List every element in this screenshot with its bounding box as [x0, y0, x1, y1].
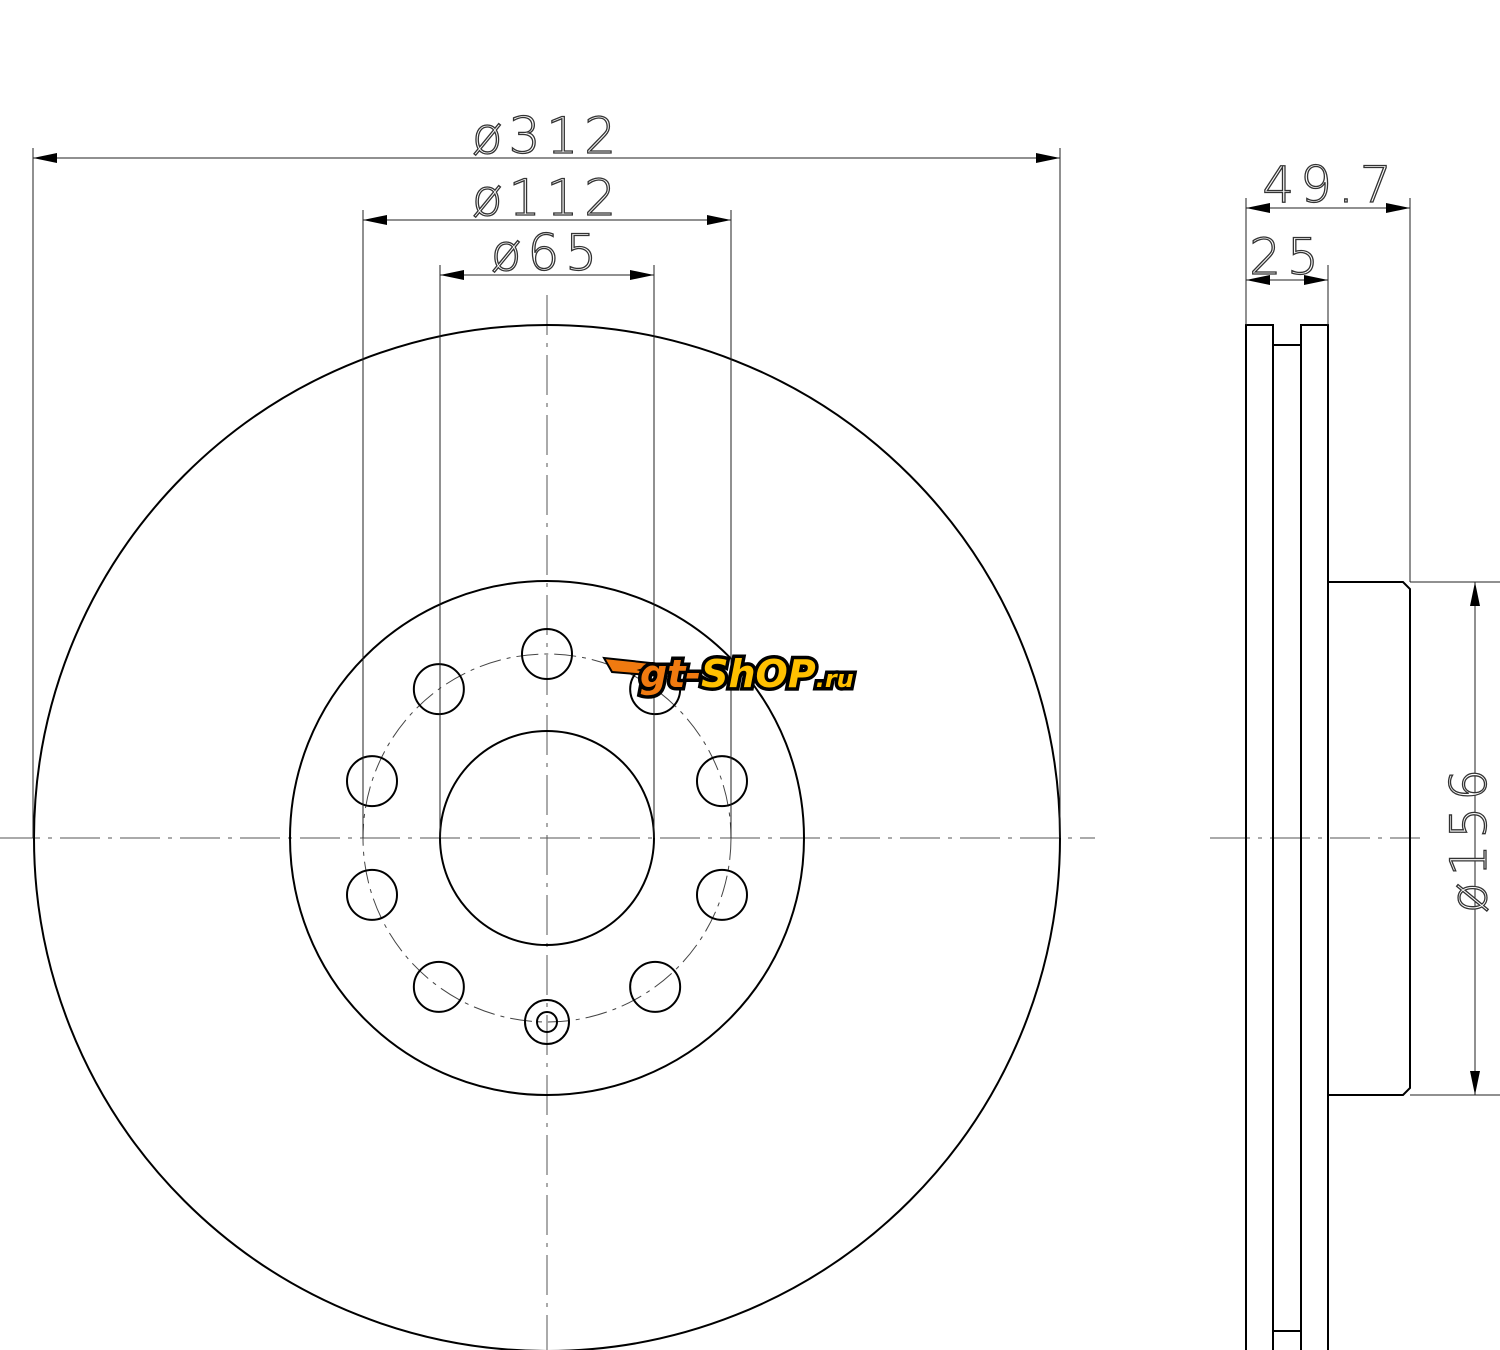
- hat-section: [1328, 581, 1411, 1096]
- bolt-hole: [412, 960, 465, 1013]
- outer-diameter-label: ø312: [472, 107, 622, 165]
- hub-circle: [289, 580, 805, 1096]
- bolt-hole: [695, 868, 748, 921]
- bolt-circle-label: ø112: [472, 169, 622, 227]
- hat-diameter-label: ø156: [1440, 763, 1498, 913]
- bolt-hole: [346, 868, 399, 921]
- total-height-label: 49.7: [1262, 156, 1397, 214]
- svg-text:gt-ShOP.ru: gt-ShOP.ru: [640, 652, 854, 696]
- front-dimensions: ø312 ø112 ø65: [32, 106, 1061, 838]
- side-view: [1245, 324, 1411, 1350]
- locating-hole: [524, 999, 570, 1045]
- bolt-hole: [412, 663, 465, 716]
- bore-label: ø65: [491, 224, 603, 282]
- gt-shop-logo: gt-ShOP.ru: [602, 649, 857, 700]
- bolt-hole: [521, 628, 573, 680]
- locating-screw-hole: [536, 1011, 558, 1033]
- bolt-hole: [346, 755, 399, 808]
- side-dimensions: 49.7 25 ø156: [1245, 155, 1500, 1096]
- bolt-hole: [695, 755, 748, 808]
- bolt-hole: [629, 960, 682, 1013]
- thickness-label: 25: [1249, 228, 1325, 286]
